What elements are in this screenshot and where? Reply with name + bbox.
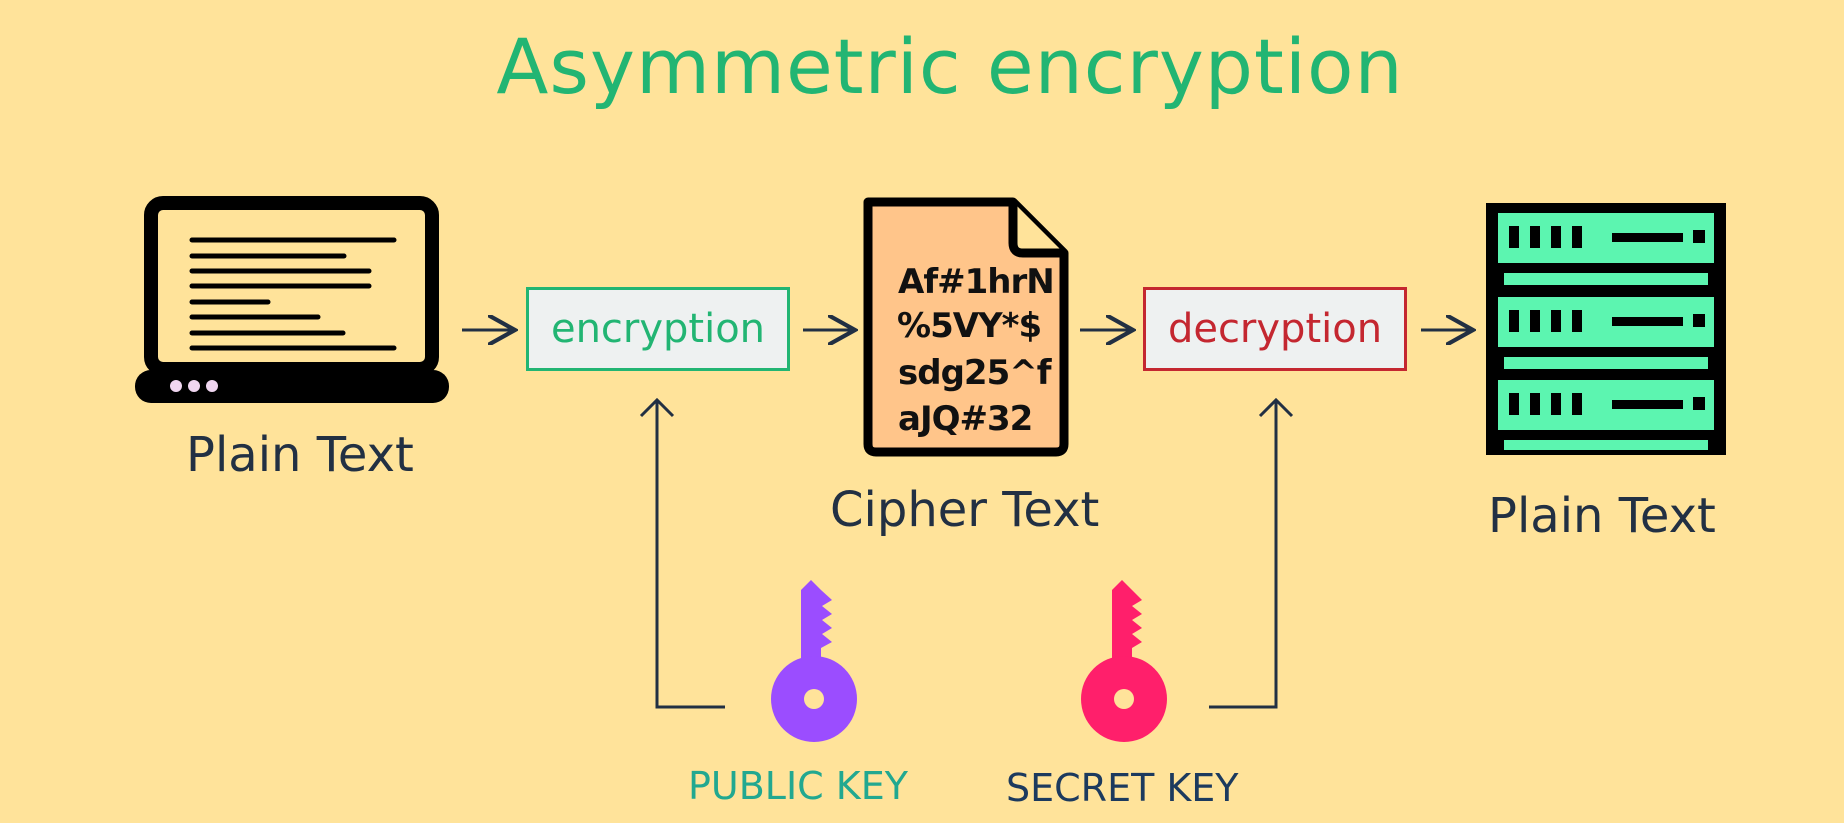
plain-text-label-right: Plain Text	[1488, 488, 1716, 544]
public-key-label: PUBLIC KEY	[688, 764, 908, 808]
cipher-text-line: sdg25^f	[898, 353, 1052, 393]
server-icon	[1486, 203, 1726, 455]
laptop-screen-lines	[189, 237, 397, 351]
cipher-text-line: %5VY*$	[897, 306, 1042, 346]
secret-key-icon	[1081, 580, 1167, 742]
public-key-arrow	[655, 402, 725, 709]
plain-text-label-left: Plain Text	[186, 427, 414, 483]
cipher-text-line: aJQ#32	[898, 399, 1033, 439]
key-arrows	[639, 397, 1294, 709]
encryption-box: encryption	[526, 287, 790, 371]
cipher-text-label: Cipher Text	[830, 482, 1100, 538]
secret-key-label: SECRET KEY	[1006, 766, 1239, 810]
public-key-icon	[771, 580, 857, 742]
decryption-box: decryption	[1143, 287, 1407, 371]
cipher-text-line: Af#1hrN	[898, 262, 1055, 302]
laptop-icon	[135, 196, 449, 403]
secret-key-arrow	[1209, 402, 1278, 709]
page-title: Asymmetric encryption	[496, 22, 1404, 111]
document-icon	[863, 197, 1069, 457]
